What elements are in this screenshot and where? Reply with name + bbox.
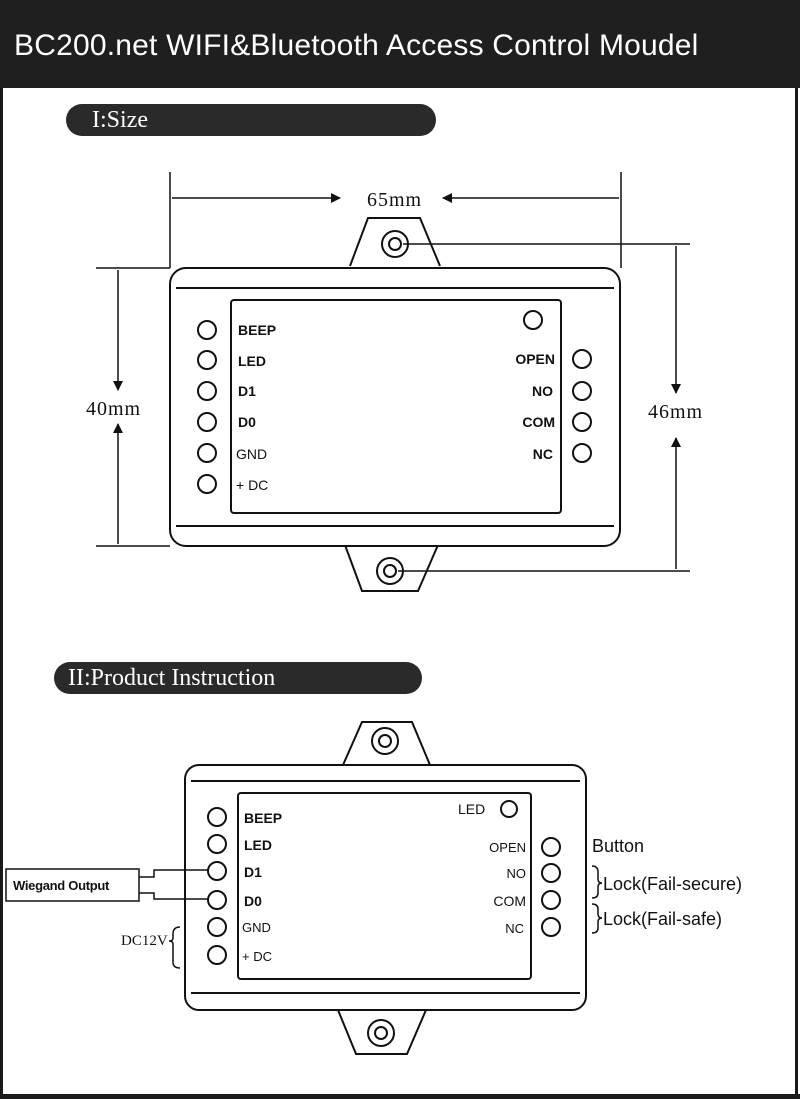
document-title: BC200.net WIFI&Bluetooth Access Control … — [0, 0, 800, 88]
instr-indicator-led — [500, 800, 518, 818]
size-terminal-beep-label: BEEP — [238, 322, 276, 338]
instr-terminal-beep-screw — [207, 807, 227, 827]
wiegand-output-label: Wiegand Output — [13, 878, 110, 893]
size-diagram — [96, 172, 690, 592]
outer-height-label: 46mm — [648, 401, 703, 423]
instr-top-hole-outer — [371, 727, 399, 755]
power-dc12v-label: DC12V — [121, 933, 168, 949]
instr-terminal-dc-label: + DC — [242, 949, 272, 964]
size-terminal-d1-label: D1 — [238, 383, 256, 399]
size-terminal-com-label: COM — [522, 414, 555, 430]
power-brace — [168, 926, 181, 969]
instr-led-label: LED — [458, 801, 485, 817]
size-terminal-gnd-label: GND — [236, 446, 267, 462]
lock-fail-safe-annotation: Lock(Fail-safe) — [603, 909, 722, 929]
instr-terminal-d0-screw — [207, 890, 227, 910]
wiegand-wire-d0 — [139, 892, 208, 900]
instr-terminal-open-screw — [541, 837, 561, 857]
instr-terminal-no-label: NO — [507, 866, 527, 881]
instr-terminal-d1-label: D1 — [244, 864, 262, 880]
terminal-beep-screw — [197, 320, 217, 340]
width-label: 65mm — [367, 189, 422, 211]
terminal-led-screw — [197, 350, 217, 370]
instr-top-mounting-tab — [342, 721, 431, 766]
lock-fail-secure-annotation: Lock(Fail-secure) — [603, 874, 742, 894]
size-terminal-led-label: LED — [238, 353, 266, 369]
button-annotation: Button — [592, 836, 644, 856]
frame-right-border — [795, 88, 798, 1099]
instr-terminal-com-screw — [541, 890, 561, 910]
wiegand-wire-d1 — [139, 869, 208, 878]
size-terminal-d0-label: D0 — [238, 414, 256, 430]
instr-terminal-d0-label: D0 — [244, 893, 262, 909]
terminal-nc-screw — [572, 443, 592, 463]
instr-terminal-led-screw — [207, 834, 227, 854]
bottom-mounting-hole-inner — [383, 564, 397, 578]
instr-terminal-no-screw — [541, 863, 561, 883]
instr-terminal-nc-label: NC — [505, 921, 524, 936]
terminal-d1-screw — [197, 381, 217, 401]
instr-terminal-gnd-label: GND — [242, 920, 271, 935]
size-terminal-nc-label: NC — [533, 446, 553, 462]
wiegand-output-box — [5, 868, 140, 902]
size-terminal-dc-label: + DC — [236, 477, 268, 493]
instr-module-body — [184, 764, 587, 1011]
instr-terminal-gnd-screw — [207, 917, 227, 937]
instr-terminal-led-label: LED — [244, 837, 272, 853]
instr-terminal-nc-screw — [541, 917, 561, 937]
width-dimension — [169, 172, 622, 268]
terminal-com-screw — [572, 412, 592, 432]
instr-bottom-hole-outer — [367, 1019, 395, 1047]
instr-bottom-mounting-tab — [337, 1009, 427, 1055]
lock-secure-brace — [591, 865, 603, 899]
frame-bottom-border — [0, 1094, 800, 1099]
instr-terminal-com-label: COM — [493, 893, 526, 909]
outer-height-dimension — [398, 243, 690, 572]
terminal-gnd-screw — [197, 443, 217, 463]
section-heading-size: I:Size — [66, 104, 436, 136]
instr-terminal-open-label: OPEN — [489, 840, 526, 855]
instr-terminal-dc-screw — [207, 945, 227, 965]
lock-safe-brace — [591, 903, 603, 934]
terminal-dc-screw — [197, 474, 217, 494]
terminal-d0-screw — [197, 412, 217, 432]
size-terminal-open-label: OPEN — [515, 351, 555, 367]
terminal-open-screw — [572, 349, 592, 369]
module-label-panel — [230, 299, 562, 514]
terminal-no-screw — [572, 381, 592, 401]
indicator-led — [523, 310, 543, 330]
instr-terminal-beep-label: BEEP — [244, 810, 282, 826]
bottom-mounting-tab — [344, 544, 439, 592]
inner-height-dimension — [96, 267, 170, 547]
top-mounting-hole-inner — [388, 237, 402, 251]
top-mounting-tab — [349, 217, 441, 267]
instr-bottom-hole-inner — [374, 1026, 388, 1040]
section-heading-instruction: II:Product Instruction — [54, 662, 422, 694]
instruction-diagram — [5, 721, 603, 1055]
instr-terminal-d1-screw — [207, 861, 227, 881]
instr-top-hole-inner — [378, 734, 392, 748]
instr-label-panel — [237, 792, 532, 980]
size-terminal-no-label: NO — [532, 383, 553, 399]
module-body — [169, 267, 621, 547]
frame-left-border — [0, 88, 3, 1099]
inner-height-label: 40mm — [86, 398, 141, 420]
